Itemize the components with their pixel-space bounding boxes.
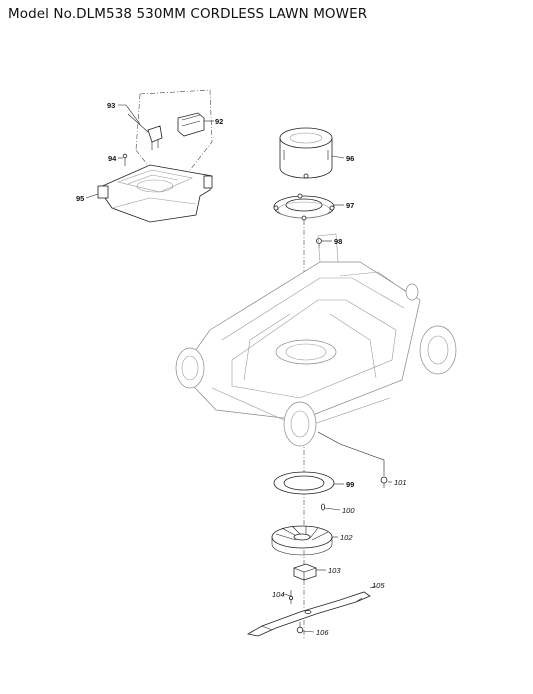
callout-101: 101 — [394, 478, 407, 487]
callout-104: 104 — [272, 590, 285, 599]
blade-part-105 — [246, 591, 371, 637]
switch-part-93 — [127, 113, 163, 150]
screw-part-100 — [320, 503, 325, 511]
callout-103: 103 — [328, 566, 341, 575]
callout-95: 95 — [76, 194, 84, 203]
bolt-part-106 — [296, 622, 304, 634]
callout-102: 102 — [340, 533, 353, 542]
motor-part-96 — [279, 127, 333, 179]
baffle-plate-part-99 — [273, 471, 335, 495]
callout-100: 100 — [342, 506, 355, 515]
callout-94: 94 — [108, 154, 117, 163]
diagram-title: Model No.DLM538 530MM CORDLESS LAWN MOWE… — [8, 6, 368, 22]
callout-106: 106 — [316, 628, 329, 637]
callout-97: 97 — [346, 201, 354, 210]
callout-96: 96 — [346, 154, 354, 163]
leader-lines — [85, 104, 392, 633]
pin-part-104 — [288, 590, 293, 604]
callout-labels: 92 93 94 95 96 97 98 99 100 101 102 103 … — [76, 101, 407, 637]
battery-connector-part-92 — [177, 112, 205, 137]
bolt-part-101 — [380, 476, 388, 488]
battery-compartment-assembly — [97, 89, 213, 223]
callout-98: 98 — [334, 237, 342, 246]
mower-deck-housing — [175, 233, 457, 476]
blade-holder-part-103 — [293, 563, 317, 581]
screw-part-94 — [122, 153, 128, 166]
callout-92: 92 — [215, 117, 223, 126]
callout-99: 99 — [346, 480, 354, 489]
motor-bracket-part-97 — [273, 193, 335, 221]
fan-part-102 — [271, 525, 333, 556]
callout-105: 105 — [372, 581, 385, 590]
callout-93: 93 — [107, 101, 115, 110]
